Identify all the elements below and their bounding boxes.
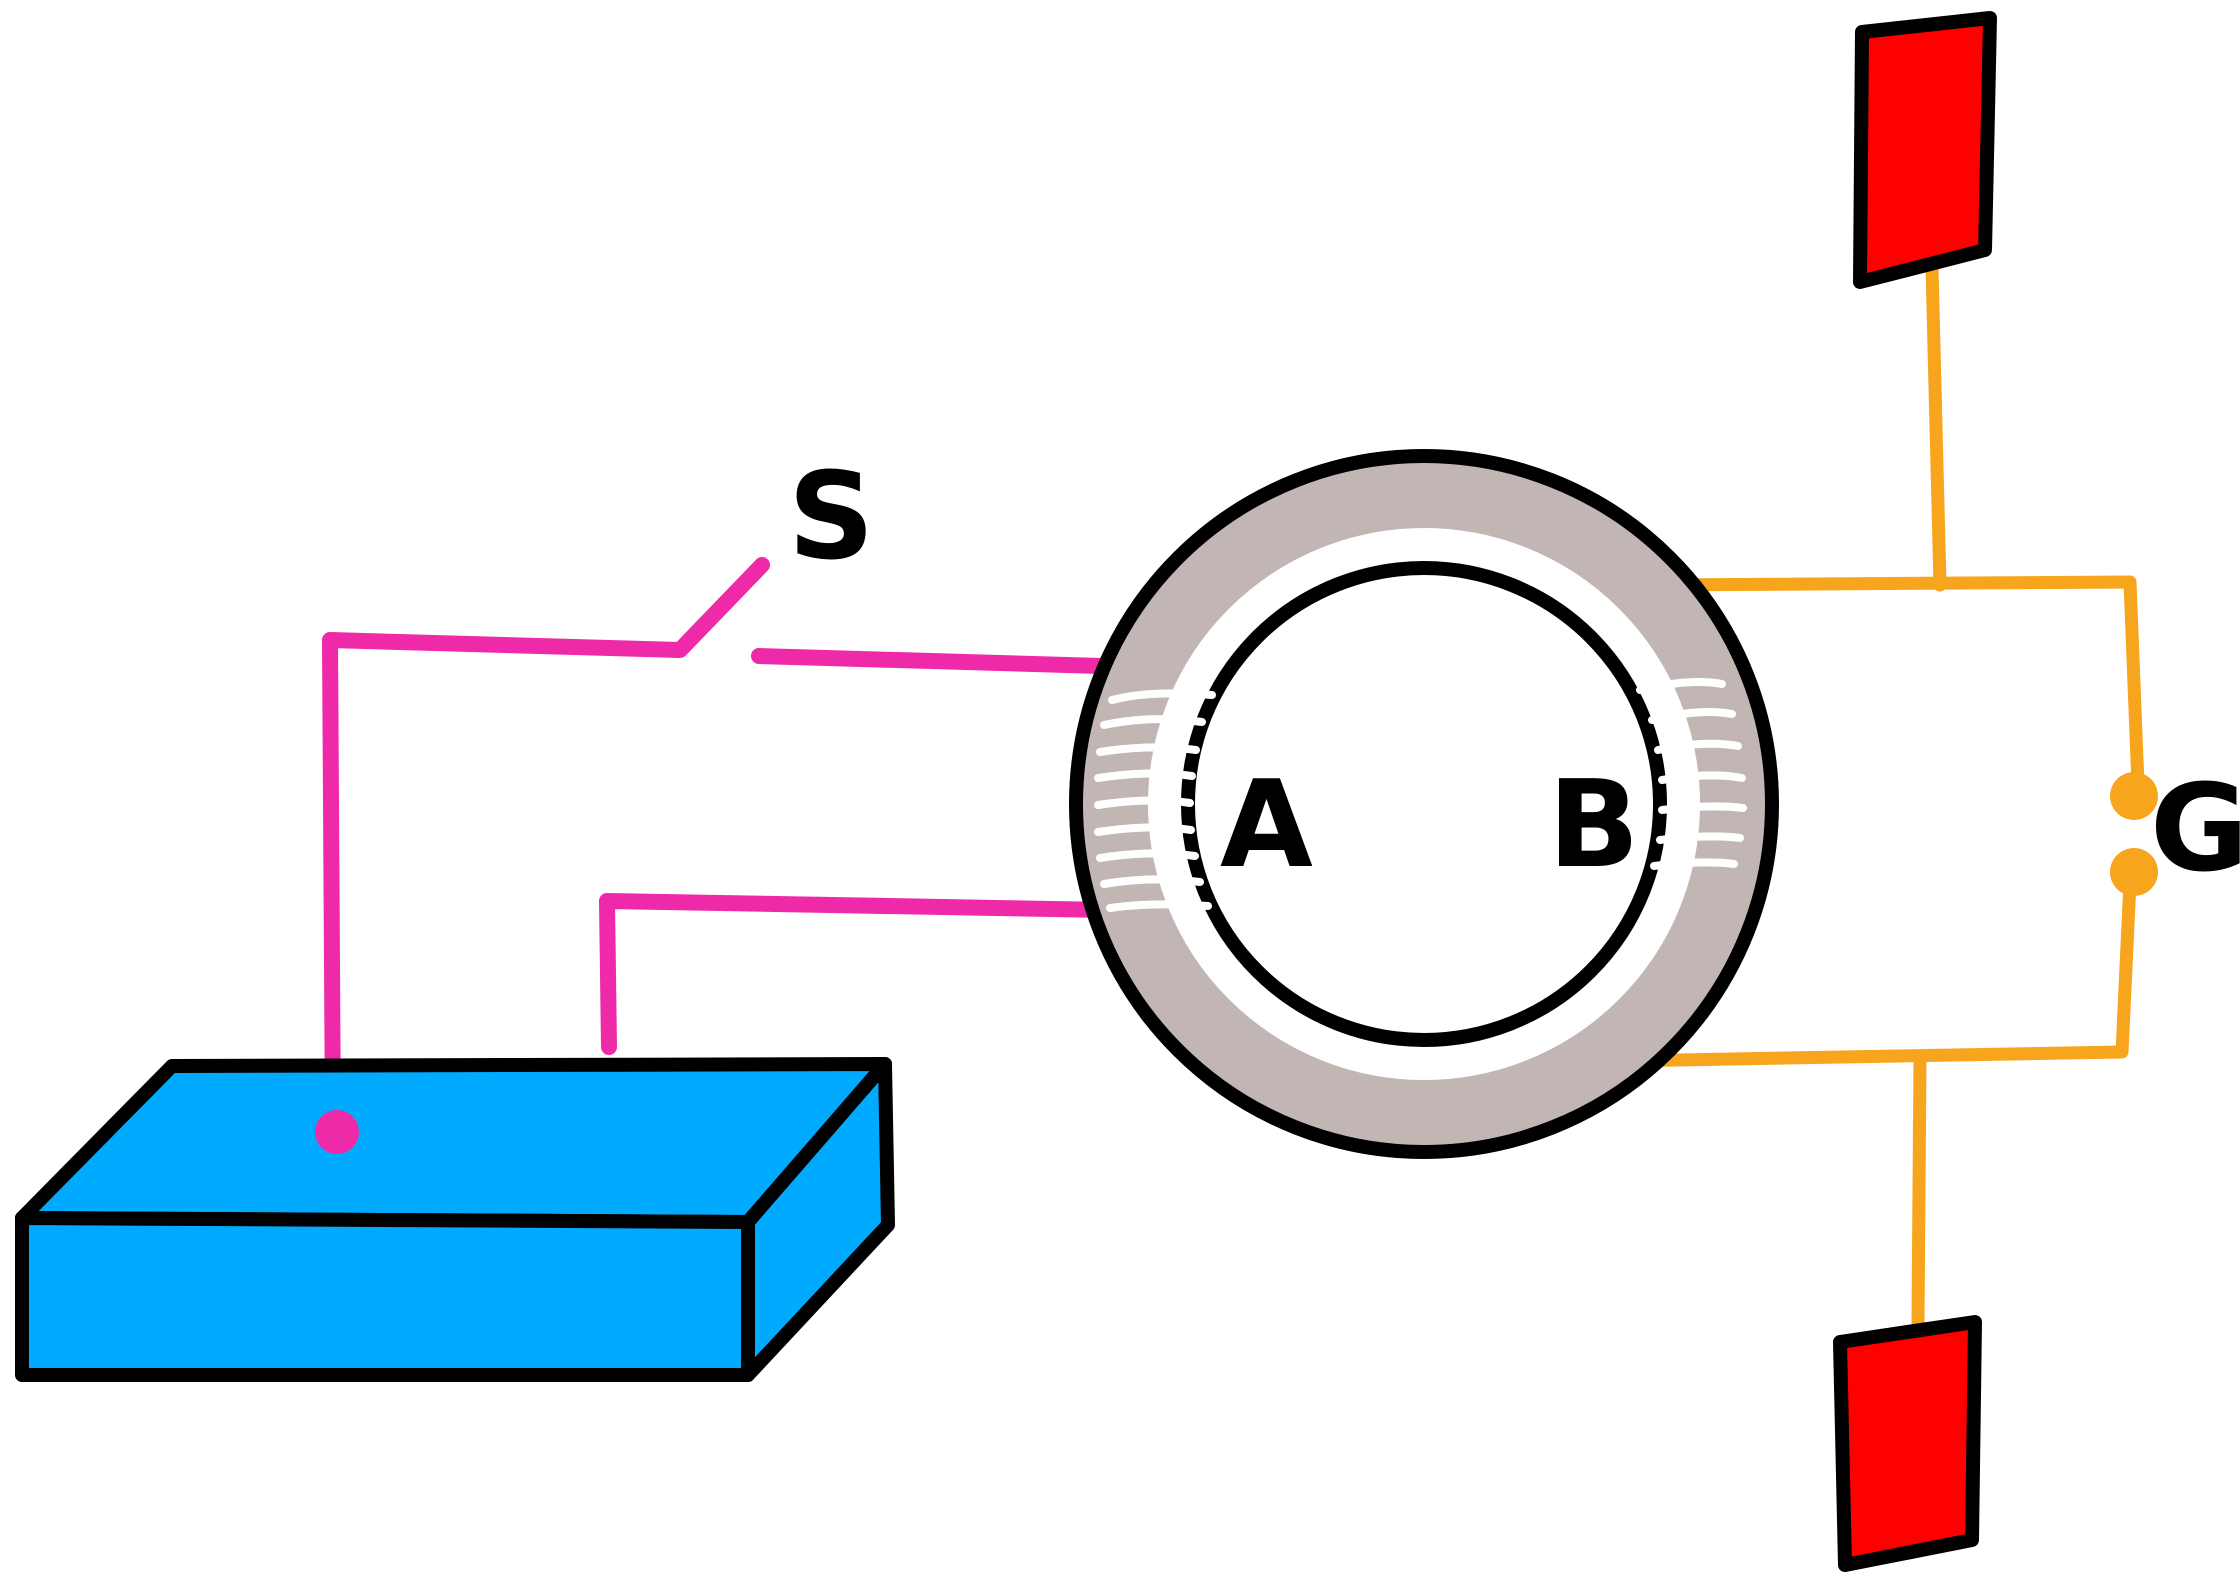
coil-a-to-battery-wire	[599, 893, 1118, 1055]
coil-b-label: B	[1548, 756, 1639, 895]
top-plate-lead	[1925, 261, 1947, 592]
battery-side-face	[741, 1057, 895, 1382]
galvanometer-terminal-bottom	[2110, 848, 2158, 896]
galvanometer-label: G	[2150, 760, 2240, 899]
battery-front-face	[15, 1211, 755, 1382]
battery-top-face	[15, 1057, 892, 1229]
coil-b-lower-wire	[1613, 875, 2137, 1068]
battery-terminal-dot	[315, 1110, 359, 1154]
galvanometer-terminal-top	[2110, 772, 2158, 820]
coil-a-label: A	[1220, 756, 1313, 895]
bottom-plate	[1833, 1315, 1982, 1572]
top-plate	[1853, 11, 1997, 289]
bottom-plate-lead	[1911, 1050, 1927, 1329]
switch-to-coil-a-wire	[751, 648, 1143, 675]
battery-to-switch-wire	[322, 557, 770, 1135]
coil-a	[1094, 689, 1216, 912]
battery	[15, 1057, 895, 1382]
coil-b-upper-wire	[1643, 575, 2145, 792]
switch-label: S	[788, 448, 874, 587]
secondary-circuit	[1613, 261, 2145, 1329]
coil-b	[1636, 678, 1747, 870]
galvanometer	[2110, 772, 2158, 896]
